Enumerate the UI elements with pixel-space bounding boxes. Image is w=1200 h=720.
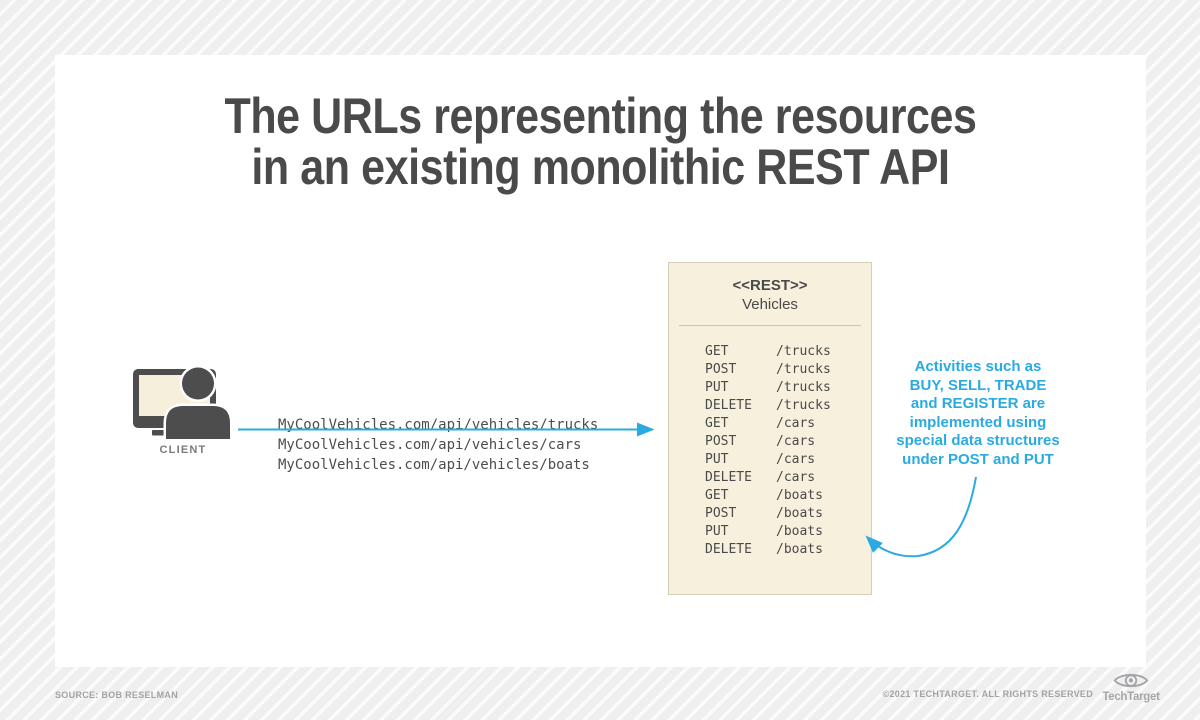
annotation-line: special data structures	[896, 432, 1060, 449]
request-url: MyCoolVehicles.com/api/vehicles/boats	[278, 457, 590, 473]
endpoint-method: PUT	[705, 524, 729, 539]
endpoint-path: /cars	[776, 452, 816, 467]
rest-stereotype: <<REST>>	[732, 277, 808, 294]
endpoint-path: /trucks	[776, 362, 831, 377]
endpoint-method: POST	[705, 434, 737, 449]
endpoint-row: PUT /cars	[705, 451, 871, 469]
endpoint-row: PUT /trucks	[705, 379, 871, 397]
client-computer-user-icon	[133, 365, 233, 441]
title-line-2: in an existing monolithic REST API	[251, 139, 950, 195]
rest-api-box: <<REST>> Vehicles GET /trucks POST /truc…	[668, 262, 872, 595]
endpoint-path: /boats	[776, 488, 823, 503]
endpoint-path: /cars	[776, 434, 816, 449]
rest-box-header: <<REST>> Vehicles	[669, 263, 871, 314]
client-label: CLIENT	[159, 444, 207, 456]
annotation-line: BUY, SELL, TRADE	[909, 376, 1047, 394]
infographic-card: The URLs representing the resources in a…	[55, 55, 1146, 667]
annotation-line: Activities such as	[914, 358, 1042, 375]
endpoint-row: POST /trucks	[705, 361, 871, 379]
request-url: MyCoolVehicles.com/api/vehicles/cars	[278, 437, 582, 453]
endpoint-method: GET	[705, 488, 729, 503]
annotation-arrow	[865, 476, 977, 558]
annotation-line: and REGISTER are	[910, 395, 1046, 412]
endpoint-row: DELETE /boats	[705, 541, 871, 559]
endpoint-path: /trucks	[776, 380, 831, 395]
copyright-text: ©2021 TECHTARGET. ALL RIGHTS RESERVED	[882, 689, 1093, 699]
endpoint-path: /boats	[776, 506, 823, 521]
endpoint-row: PUT /boats	[705, 523, 871, 541]
endpoint-path: /boats	[776, 542, 823, 557]
endpoint-method: POST	[705, 362, 737, 377]
techtarget-logo: TechTarget	[1102, 670, 1160, 703]
annotation-line: implemented using	[909, 413, 1047, 431]
endpoint-path: /trucks	[776, 398, 831, 413]
request-url: MyCoolVehicles.com/api/vehicles/trucks	[278, 417, 599, 433]
endpoint-path: /boats	[776, 524, 823, 539]
endpoint-row: DELETE /trucks	[705, 397, 871, 415]
endpoint-row: DELETE /cars	[705, 469, 871, 487]
endpoint-path: /cars	[776, 416, 816, 431]
endpoint-method: GET	[705, 416, 729, 431]
endpoint-list: GET /trucks POST /trucks PUT /trucks DEL…	[669, 343, 871, 559]
endpoint-row: GET /boats	[705, 487, 871, 505]
endpoint-method: PUT	[705, 380, 729, 395]
endpoint-method: POST	[705, 506, 737, 521]
source-credit: SOURCE: BOB RESELMAN	[55, 690, 179, 700]
endpoint-method: PUT	[705, 452, 729, 467]
endpoint-method: DELETE	[705, 398, 752, 413]
rest-box-name: Vehicles	[742, 296, 798, 313]
endpoint-method: GET	[705, 344, 729, 359]
endpoint-path: /trucks	[776, 344, 831, 359]
endpoint-row: POST /boats	[705, 505, 871, 523]
techtarget-wordmark: TechTarget	[1102, 691, 1160, 703]
rest-box-divider	[679, 325, 861, 326]
annotation-line: under POST and PUT	[902, 450, 1054, 468]
title-line-1: The URLs representing the resources	[224, 88, 977, 144]
endpoint-row: GET /cars	[705, 415, 871, 433]
endpoint-method: DELETE	[705, 470, 752, 485]
endpoint-row: POST /cars	[705, 433, 871, 451]
endpoint-row: GET /trucks	[705, 343, 871, 361]
page-title: The URLs representing the resources in a…	[131, 91, 1069, 193]
endpoint-method: DELETE	[705, 542, 752, 557]
techtarget-eye-icon	[1113, 673, 1149, 688]
endpoint-path: /cars	[776, 470, 816, 485]
